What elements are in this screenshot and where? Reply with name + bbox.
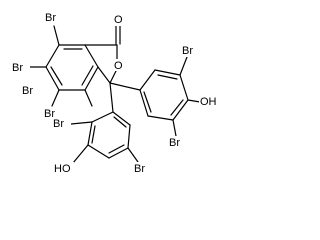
chemical-structure-diagram: Br Br Br Br O O Br Br <box>11 11 220 175</box>
bromine-atom: Br <box>11 61 30 74</box>
svg-text:O: O <box>114 14 123 26</box>
svg-text:O: O <box>114 60 123 72</box>
bromine-atom: Br <box>168 136 187 149</box>
svg-text:Br: Br <box>22 85 33 97</box>
ring-oxygen-atom: O <box>112 59 124 72</box>
svg-text:Br: Br <box>12 62 23 74</box>
svg-text:Br: Br <box>44 108 55 120</box>
svg-text:Br: Br <box>169 137 180 149</box>
hydroxyl-group: HO <box>53 162 74 175</box>
bromine-atom: Br <box>44 11 63 24</box>
hydroxyl-group: OH <box>199 95 220 108</box>
svg-text:Br: Br <box>182 45 193 57</box>
bromine-atom: Br <box>43 107 62 120</box>
bromine-atom: Br <box>52 117 71 130</box>
svg-text:HO: HO <box>54 163 71 175</box>
bond-lines <box>29 25 201 164</box>
bromine-atom: Br <box>133 162 152 175</box>
svg-text:Br: Br <box>45 12 56 24</box>
svg-text:Br: Br <box>53 118 64 130</box>
atom-labels: Br Br Br Br O O Br Br <box>11 11 220 175</box>
bromine-atom: Br <box>21 84 40 97</box>
carbonyl-oxygen-atom: O <box>112 13 124 26</box>
svg-text:OH: OH <box>200 96 217 108</box>
bromine-atom: Br <box>181 44 200 57</box>
svg-text:Br: Br <box>134 163 145 175</box>
